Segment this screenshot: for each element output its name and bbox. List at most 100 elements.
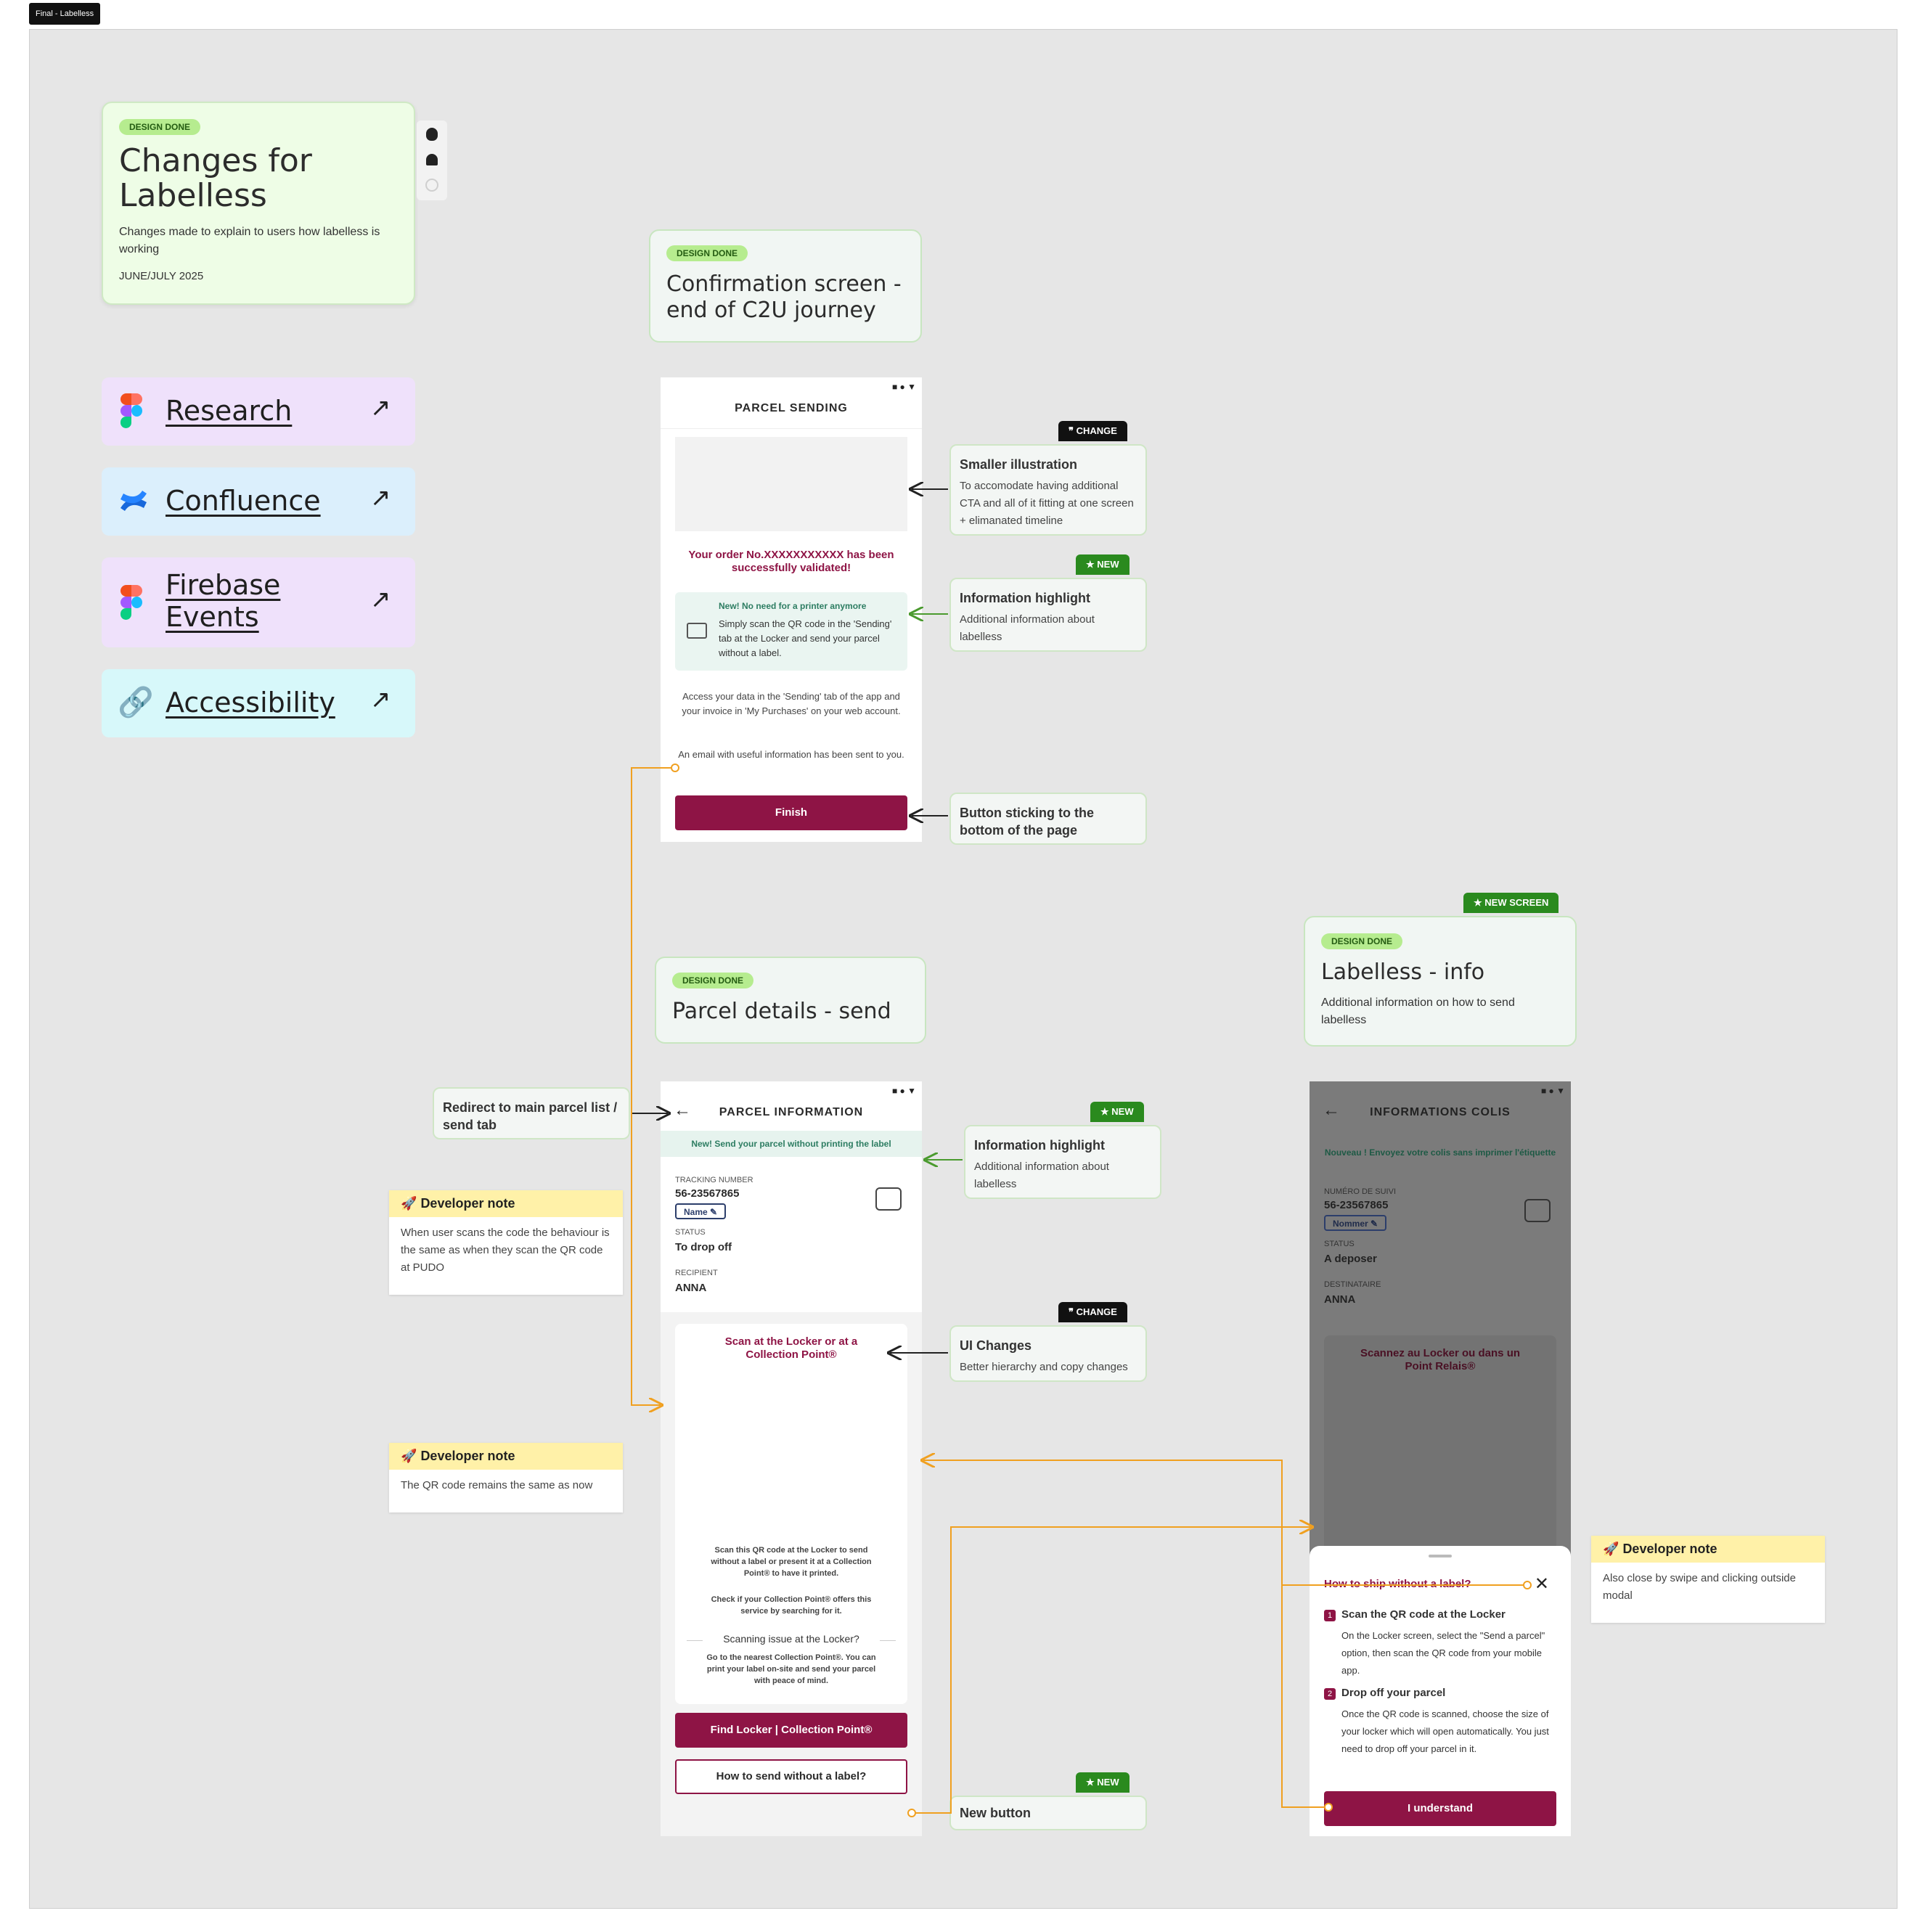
annotation-title: UI Changes [960,1338,1032,1353]
link-label: Research [166,395,293,427]
divider-left [687,1640,703,1641]
developer-note-text: When user scans the code the behaviour i… [401,1227,610,1274]
labelless-banner: Nouveau ! Envoyez votre colis sans impri… [1324,1147,1556,1158]
annotation-info-highlight-1: Information highlight Additional informa… [949,578,1147,652]
change-tag: ❞ CHANGE [1058,1302,1127,1322]
link-accessibility[interactable]: 🔗 Accessibility ↗ [102,669,415,737]
change-tag: ❞ CHANGE [1058,421,1127,441]
illustration-placeholder [675,437,907,531]
annotation-text: Additional information about labelless [960,613,1095,643]
step-2-title: Drop off your parcel [1341,1687,1446,1699]
status-badge: DESIGN DONE [666,245,748,261]
platform-icons [417,120,447,200]
status-label: STATUS [675,1228,706,1237]
recipient-value: ANNA [675,1282,707,1294]
parcel-information-screen: ■ ● ▼ ← PARCEL INFORMATION New! Send you… [661,1081,922,1836]
modal-title: How to ship without a label? [1324,1578,1471,1590]
rocket-icon: 🚀 [401,1196,417,1211]
link-icon: 🔗 [118,687,154,719]
annotation-text: To accomodate having additional CTA and … [960,480,1134,527]
rocket-icon: 🚀 [401,1449,417,1463]
status-label: STATUS [1324,1240,1355,1248]
close-icon[interactable]: ✕ [1534,1574,1549,1594]
annotation-smaller-illustration: Smaller illustration To accomodate havin… [949,444,1147,536]
external-link-icon: ↗ [370,394,391,422]
section-confirmation: DESIGN DONE Confirmation screen - end of… [649,229,922,343]
link-firebase-events[interactable]: Firebase Events ↗ [102,557,415,647]
header-divider [661,428,922,429]
i-understand-button[interactable]: I understand [1324,1791,1556,1826]
highlight-title: New! No need for a printer anymore [719,601,867,611]
section-labelless-info: DESIGN DONE Labelless - info Additional … [1304,916,1577,1047]
issue-title: Scanning issue at the Locker? [723,1633,859,1645]
link-confluence[interactable]: Confluence ↗ [102,467,415,536]
confirmation-screen: ■ ● ▼ PARCEL SENDING Your order No.XXXXX… [661,377,922,842]
recipient-label: DESTINATAIRE [1324,1280,1381,1289]
tracking-label: TRACKING NUMBER [675,1176,753,1184]
scan-title: Scan at the Locker or at a Collection Po… [724,1335,858,1361]
screen-header: INFORMATIONS COLIS [1370,1106,1511,1118]
status-value: To drop off [675,1241,732,1253]
section-parcel-details: DESIGN DONE Parcel details - send [655,957,926,1044]
sheet-handle[interactable] [1429,1555,1452,1558]
new-screen-tag: ★ NEW SCREEN [1463,893,1559,913]
developer-note-qr-code: 🚀 Developer note The QR code remains the… [389,1443,623,1513]
issue-text: Go to the nearest Collection Point®. You… [706,1653,876,1685]
annotation-title: Information highlight [974,1138,1105,1153]
tracking-number: 56-23567865 [675,1187,740,1200]
tracking-label: NUMÉRO DE SUIVI [1324,1187,1397,1196]
status-icons: ■ ● ▼ [891,1086,916,1096]
annotation-title: New button [960,1806,1031,1820]
status-badge: DESIGN DONE [119,119,201,135]
annotation-text: Additional information about labelless [974,1161,1109,1190]
finish-button[interactable]: Finish [675,795,907,830]
confluence-icon [119,486,148,515]
scan-title: Scannez au Locker ou dans un Point Relai… [1360,1347,1521,1372]
how-to-send-button[interactable]: How to send without a label? [675,1759,907,1794]
no-printer-icon [687,623,707,639]
annotation-new-button: New button [949,1796,1147,1830]
order-confirmation-text: Your order No.XXXXXXXXXXX has been succe… [688,549,894,574]
new-tag: ★ NEW [1076,554,1129,575]
apple-icon [426,128,438,141]
qr-code-area [726,1375,857,1505]
figma-icon [120,585,142,620]
top-area [661,1081,922,1312]
tracking-number: 56-23567865 [1324,1199,1389,1211]
screen-header: PARCEL SENDING [735,402,848,414]
hero-description: Changes made to explain to users how lab… [119,226,380,255]
step-1-number: 1 [1324,1610,1336,1621]
external-link-icon: ↗ [370,686,391,713]
developer-note-scan-behaviour: 🚀 Developer note When user scans the cod… [389,1190,623,1295]
new-tag: ★ NEW [1090,1102,1144,1122]
find-locker-button[interactable]: Find Locker | Collection Point® [675,1713,907,1748]
hero-card: DESIGN DONE Changes for Labelless Change… [102,102,415,305]
info-text: Access your data in the 'Sending' tab of… [682,691,901,716]
name-chip[interactable]: Name ✎ [675,1203,727,1219]
connector-new-button-to-modal [912,1527,1311,1814]
annotation-text: Better hierarchy and copy changes [960,1361,1128,1373]
hero-date: JUNE/JULY 2025 [119,270,204,282]
email-text: An email with useful information has bee… [678,749,904,760]
link-research[interactable]: Research ↗ [102,377,415,446]
android-icon [426,154,438,165]
qr-card: Scan at the Locker or at a Collection Po… [675,1324,907,1704]
labelless-info-screen: ■ ● ▼ ← INFORMATIONS COLIS Nouveau ! Env… [1310,1081,1571,1836]
developer-note-text: The QR code remains the same as now [401,1479,593,1491]
external-link-icon: ↗ [370,586,391,613]
status-icons: ■ ● ▼ [1540,1086,1565,1096]
hand-parcel-icon [1524,1199,1551,1222]
developer-note-text: Also close by swipe and clicking outside… [1603,1572,1796,1602]
step-2-text: Once the QR code is scanned, choose the … [1341,1708,1549,1754]
link-label: Accessibility [166,687,335,719]
new-tag: ★ NEW [1076,1772,1129,1793]
link-label: Firebase Events [166,569,281,633]
link-label: Confluence [166,485,321,517]
annotation-redirect: Redirect to main parcel list / send tab [433,1087,630,1139]
back-arrow-icon[interactable]: ← [674,1100,691,1120]
name-chip[interactable]: Nommer ✎ [1324,1215,1387,1231]
rocket-icon: 🚀 [1603,1542,1619,1556]
back-arrow-icon[interactable]: ← [1323,1100,1340,1120]
section-title: Labelless - info [1321,959,1485,985]
